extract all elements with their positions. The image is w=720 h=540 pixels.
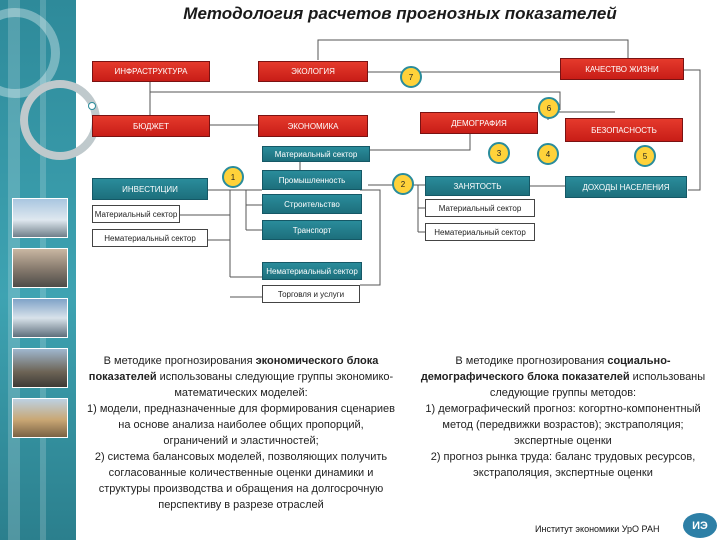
list-item: 2) прогноз рынка труда: баланс трудовых …: [430, 451, 696, 479]
marker-1: 1: [222, 166, 244, 188]
page-title: Методология расчетов прогнозных показате…: [183, 4, 617, 23]
connector: [370, 130, 471, 151]
node-income: ДОХОДЫ НАСЕЛЕНИЯ: [565, 176, 687, 198]
list-item: 2) система балансовых моделей, позволяющ…: [94, 451, 388, 511]
node-material-sector-left: Материальный сектор: [92, 205, 180, 223]
logo-text: ИЭ: [692, 519, 708, 532]
node-investments: ИНВЕСТИЦИИ: [92, 178, 208, 200]
text-fragment-bold: социально-демографического блока показат…: [420, 355, 671, 383]
node-employment: ЗАНЯТОСТЬ: [425, 176, 530, 196]
text-fragment: В методике прогнозирования: [103, 355, 256, 367]
connector: [360, 189, 381, 286]
node-trade: Торговля и услуги: [262, 285, 360, 303]
connector: [149, 82, 561, 110]
socio-demographic-block-description: В методике прогнозирования социально-дем…: [420, 353, 706, 481]
node-security: БЕЗОПАСНОСТЬ: [565, 118, 683, 142]
footer-institute: Институт экономики УрО РАН: [535, 524, 660, 534]
node-construction: Строительство: [262, 194, 362, 214]
marker-7: 7: [400, 66, 422, 88]
node-material-sector-top: Материальный сектор: [262, 146, 370, 162]
list-item: 1) демографический прогноз: когортно-ком…: [425, 403, 701, 447]
monument-photo: [12, 348, 68, 388]
city-photo: [12, 198, 68, 238]
node-ecology: ЭКОЛОГИЯ: [258, 61, 368, 82]
marker-5: 5: [634, 145, 656, 167]
node-demography: ДЕМОГРАФИЯ: [420, 112, 538, 134]
node-nonmaterial-sector-left: Нематериальный сектор: [92, 229, 208, 247]
list-item: 1) модели, предназначенные для формирова…: [87, 403, 395, 447]
marker-3: 3: [488, 142, 510, 164]
city-photo: [12, 298, 68, 338]
text-fragment: использованы следующие группы методов:: [489, 371, 706, 399]
node-infrastructure: ИНФРАСТРУКТУРА: [92, 61, 210, 82]
node-budget: БЮДЖЕТ: [92, 115, 210, 137]
node-nonmaterial-sector-right: Нематериальный сектор: [425, 223, 535, 241]
institute-logo: ИЭ: [683, 513, 717, 538]
marker-4: 4: [537, 143, 559, 165]
connector: [317, 39, 629, 68]
node-transport: Транспорт: [262, 220, 362, 240]
connector: [684, 69, 701, 191]
node-nonmaterial-sector-bottom: Нематериальный сектор: [262, 262, 362, 280]
node-quality-of-life: КАЧЕСТВО ЖИЗНИ: [560, 58, 684, 80]
marker-2: 2: [392, 173, 414, 195]
marker-6: 6: [538, 97, 560, 119]
decorative-dot: [88, 102, 96, 110]
node-material-sector-right: Материальный сектор: [425, 199, 535, 217]
text-fragment: В методике прогнозирования: [455, 355, 608, 367]
building-photo: [12, 398, 68, 438]
text-fragment: использованы следующие группы экономико-…: [156, 371, 394, 399]
text-fragment-bold: экономического блока показателей: [88, 355, 379, 383]
city-photo: [12, 248, 68, 288]
node-economy: ЭКОНОМИКА: [258, 115, 368, 137]
node-industry: Промышленность: [262, 170, 362, 190]
economic-block-description: В методике прогнозирования экономическог…: [86, 353, 396, 513]
